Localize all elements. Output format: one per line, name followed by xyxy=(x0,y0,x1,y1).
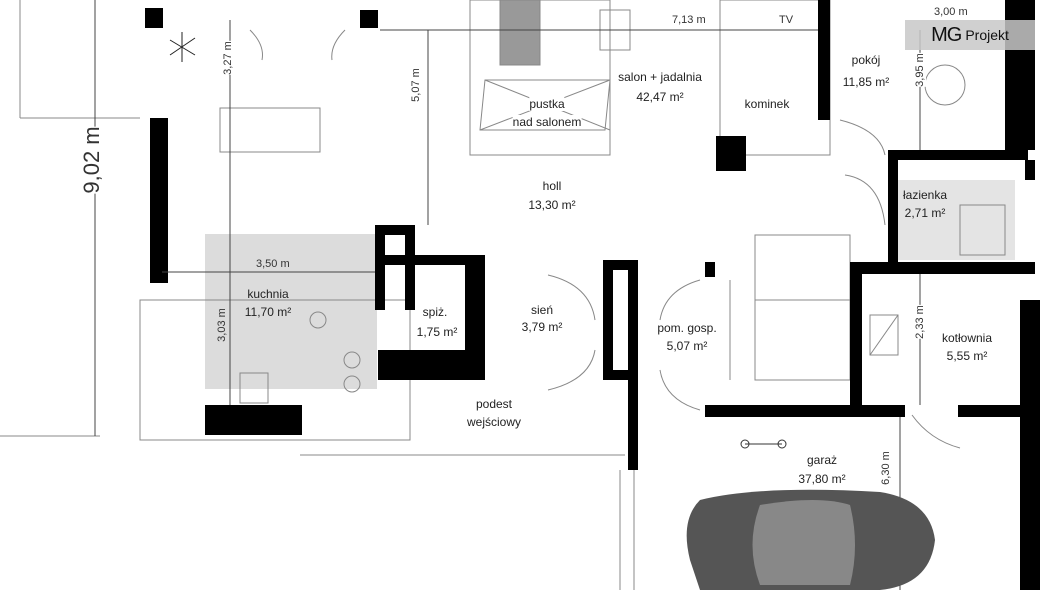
room-sien-name: sień xyxy=(530,303,554,317)
room-spiz-area: 1,75 m² xyxy=(416,325,458,339)
room-pokoj-name: pokój xyxy=(851,53,881,67)
bicycle-icon xyxy=(740,439,787,449)
room-spiz-name: spiż. xyxy=(422,305,448,319)
bathroom-floor xyxy=(895,180,1015,260)
dim-327: 3,27 m xyxy=(222,41,234,75)
logo-text: Projekt xyxy=(965,27,1009,43)
dim-350: 3,50 m xyxy=(256,258,290,270)
dim-303: 3,03 m xyxy=(216,308,228,342)
dim-300: 3,00 m xyxy=(934,6,968,18)
dim-507: 5,07 m xyxy=(410,68,422,102)
room-kotlownia-name: kotłownia xyxy=(941,331,993,345)
mg-projekt-logo: MG Projekt xyxy=(905,20,1035,50)
room-kuchnia-name: kuchnia xyxy=(247,287,289,301)
room-holl-name: holl xyxy=(542,179,562,193)
car-icon xyxy=(686,489,935,590)
dim-630: 6,30 m xyxy=(880,451,892,485)
room-lazienka-area: 2,71 m² xyxy=(904,206,946,220)
podest-label: podest xyxy=(475,397,513,411)
podest-sub: wejściowy xyxy=(466,415,522,429)
room-salon-name: salon + jadalnia xyxy=(618,70,702,84)
room-garaz-area: 37,80 m² xyxy=(798,472,846,486)
room-sien-area: 3,79 m² xyxy=(521,320,563,334)
dim-902: 9,02 m xyxy=(79,126,104,194)
room-lazienka-name: łazienka xyxy=(902,188,948,202)
room-garaz-name: garaż xyxy=(806,453,838,467)
tv-label: TV xyxy=(779,14,794,26)
dim-395: 3,95 m xyxy=(914,53,926,87)
room-pom-gosp-area: 5,07 m² xyxy=(666,339,708,353)
walls xyxy=(145,0,1040,590)
room-salon-area: 42,47 m² xyxy=(636,90,684,104)
kitchen-floor xyxy=(205,234,377,389)
pustka-sub: nad salonem xyxy=(512,115,582,129)
dim-713: 7,13 m xyxy=(672,14,706,26)
kominek-label: kominek xyxy=(744,97,790,111)
logo-mg: MG xyxy=(931,23,962,46)
room-kotlownia-area: 5,55 m² xyxy=(946,349,988,363)
room-kuchnia-area: 11,70 m² xyxy=(244,305,292,319)
room-pom-gosp-name: pom. gosp. xyxy=(657,321,717,335)
plant-icon xyxy=(169,32,196,62)
room-holl-area: 13,30 m² xyxy=(528,198,576,212)
dimension-lines xyxy=(94,0,921,590)
pustka-label: pustka xyxy=(529,97,565,111)
dim-233: 2,33 m xyxy=(914,305,926,339)
room-pokoj-area: 11,85 m² xyxy=(842,75,890,89)
